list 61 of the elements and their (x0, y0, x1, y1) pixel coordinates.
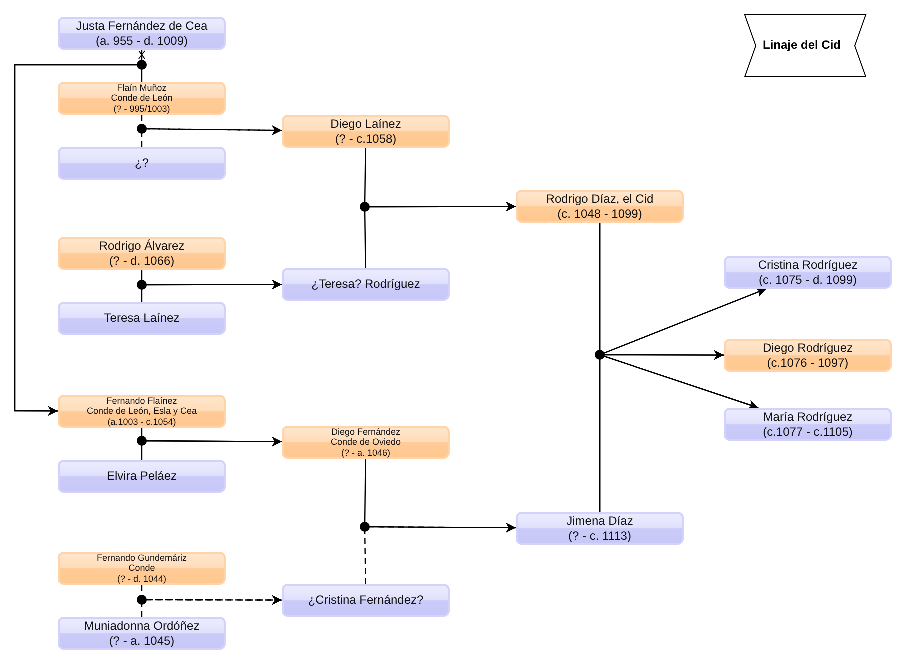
person-name: Teresa Laínez (104, 311, 180, 326)
life-dates: (a. 955 - d. 1009) (96, 34, 188, 48)
person-box (58, 460, 226, 493)
person-name: Flaín Muñoz (117, 82, 167, 94)
person-box (58, 552, 226, 585)
descent-arrow (364, 202, 516, 268)
title: Linaje del Cid (763, 38, 842, 52)
person-box (58, 617, 226, 650)
noble-title: Conde de Oviedo (330, 437, 402, 448)
person-box (724, 339, 892, 372)
life-dates: (c.1076 - 1097) (767, 356, 849, 370)
life-dates: (? - a. 1045) (109, 634, 175, 648)
person-box (282, 426, 450, 459)
person-name: Rodrigo Álvarez (99, 239, 185, 254)
person-box (58, 82, 226, 115)
person-box (724, 256, 892, 289)
person-name: ¿Teresa? Rodríguez (312, 277, 420, 292)
person-name: ¿? (134, 156, 149, 171)
life-dates: (? - c. 1113) (568, 528, 632, 543)
person-name: Rodrigo Díaz, el Cid (546, 192, 654, 206)
person-name: Justa Fernández de Cea (76, 19, 208, 34)
person-name: Diego Laínez (330, 117, 402, 132)
person-name: Diego Fernández (331, 426, 401, 438)
person-box (58, 395, 226, 428)
person-name: Cristina Rodríguez (758, 258, 858, 272)
life-dates: (a.1003 - c.1054) (108, 416, 176, 428)
person-name: María Rodríguez (763, 410, 853, 424)
descent-arrow (141, 280, 282, 302)
life-dates: (c.1077 - c.1105) (763, 424, 853, 439)
descent-arrow (364, 522, 516, 584)
person-box (516, 512, 684, 545)
person-name: ¿Cristina Fernández? (308, 593, 424, 608)
person-name: Jimena Díaz (566, 514, 634, 528)
life-dates: (? - 995/1003) (114, 104, 170, 114)
person-box (282, 268, 450, 301)
descent-arrow (141, 125, 282, 147)
person-box (282, 584, 450, 617)
life-dates: (c. 1075 - d. 1099) (758, 272, 858, 287)
person-name: Muniadonna Ordóñez (84, 619, 200, 634)
noble-title: Conde de León (111, 93, 173, 104)
person-box (516, 190, 684, 223)
life-dates: (? - d. 1044) (117, 574, 167, 584)
descent-arrow (141, 595, 282, 617)
life-dates: (? - d. 1066) (109, 254, 175, 268)
person-name: Diego Rodríguez (762, 341, 854, 356)
person-box (58, 237, 226, 270)
noble-title: Conde de León, Esla y Cea (86, 406, 198, 417)
person-name: Fernando Flaínez (106, 396, 178, 406)
descent-arrow (599, 354, 759, 512)
person-name: Fernando Gundemáriz (96, 552, 188, 564)
person-box (58, 302, 226, 335)
person-box (282, 115, 450, 148)
life-dates: (? - a. 1046) (341, 448, 391, 458)
person-box (58, 147, 226, 180)
person-box (58, 17, 226, 50)
person-name: Elvira Peláez (106, 469, 178, 484)
person-box (724, 408, 892, 441)
noble-title: Conde (128, 563, 156, 574)
life-dates: (c. 1048 - 1099) (558, 206, 642, 221)
descent-arrow (141, 436, 282, 460)
life-dates: (? - c.1058) (335, 132, 397, 146)
